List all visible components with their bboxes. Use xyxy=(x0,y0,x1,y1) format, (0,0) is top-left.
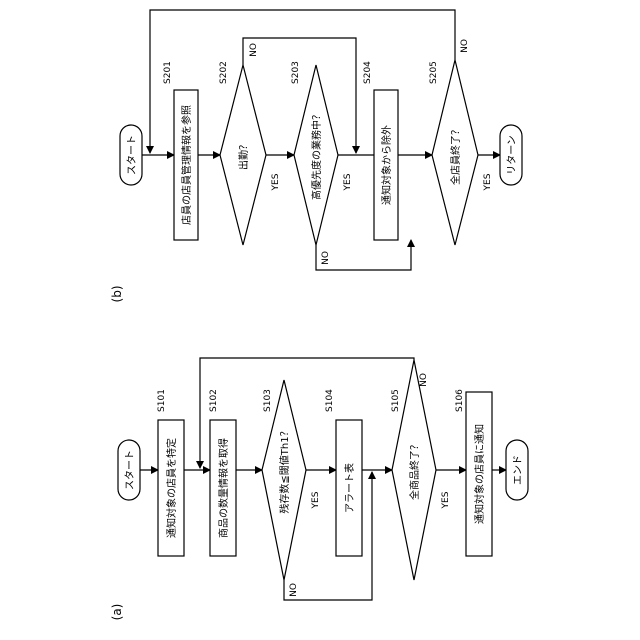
s103-text: 残存数≦閾値Th1？ xyxy=(278,426,291,513)
s101-text: 通知対象の店員を特定 xyxy=(165,438,178,538)
s104-text: アラート表 xyxy=(343,463,356,513)
s103-no: NO xyxy=(289,583,299,597)
s102-id: S102 xyxy=(209,389,219,412)
s106-id: S106 xyxy=(455,389,465,412)
s101-id: S101 xyxy=(157,389,167,412)
s105-text: 全商品終了？ xyxy=(408,440,421,500)
s205-no: NO xyxy=(460,39,470,53)
s103-yes: YES xyxy=(311,491,321,509)
s203-yes: YES xyxy=(343,173,353,191)
s104-id: S104 xyxy=(325,389,335,412)
s204-text: 通知対象から除外 xyxy=(380,125,393,205)
s205-text: 全店員終了？ xyxy=(449,125,462,185)
start-label-b: スタート xyxy=(126,135,138,175)
s103-id: S103 xyxy=(263,389,273,412)
s203-text: 高優先度の業務中？ xyxy=(310,110,323,200)
s202-text: 出勤？ xyxy=(237,140,250,170)
s202-no: NO xyxy=(249,43,259,57)
s202-id: S202 xyxy=(219,61,229,84)
s205-yes: YES xyxy=(483,173,493,191)
s203-id: S203 xyxy=(291,61,301,84)
return-label: リターン xyxy=(506,135,518,175)
s105-yes: YES xyxy=(441,491,451,509)
s202-yes: YES xyxy=(271,173,281,191)
s205-id: S205 xyxy=(429,61,439,84)
s105-no: NO xyxy=(419,373,429,387)
s201-id: S201 xyxy=(163,61,173,84)
s106-text: 通知対象の店員に通知 xyxy=(473,424,486,524)
s201-text: 店員の店員管理情報を参照 xyxy=(180,105,193,225)
end-label: エンド xyxy=(513,455,524,485)
panel-b: (b) スタート 店員の店員管理情報を参照 S201 出勤？ S202 YES … xyxy=(110,10,522,302)
s105-id: S105 xyxy=(391,389,401,412)
start-label: スタート xyxy=(124,450,136,490)
panel-b-label: (b) xyxy=(110,286,124,303)
s102-text: 商品の数量情報を取得 xyxy=(217,438,230,538)
s203-no: NO xyxy=(321,251,331,265)
panel-a-label: (a) xyxy=(110,604,124,621)
s204-id: S204 xyxy=(363,61,373,84)
panel-a: (a) スタート 通知対象の店員を特定 S101 商品の数量情報を取得 S102… xyxy=(110,358,528,620)
